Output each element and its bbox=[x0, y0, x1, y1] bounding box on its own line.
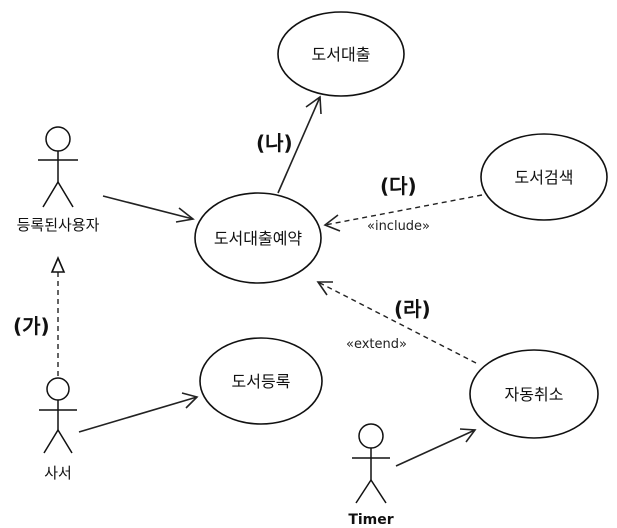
extend-autocancel-reserve bbox=[316, 281, 477, 364]
marker-da: (다) bbox=[380, 174, 417, 198]
association-reserve-loan bbox=[277, 95, 322, 194]
marker-ga: (가) bbox=[13, 314, 50, 338]
use-case-loan: 도서대출 bbox=[277, 11, 405, 97]
use-case-reserve: 도서대출예약 bbox=[194, 192, 322, 284]
use-case-search: 도서검색 bbox=[480, 133, 608, 221]
use-case-loan-label: 도서대출 bbox=[312, 45, 371, 64]
actor-librarian: 사서 bbox=[39, 377, 77, 482]
actor-registered-user-label: 등록된사용자 bbox=[17, 216, 100, 234]
generalization-librarian-user bbox=[50, 255, 66, 376]
association-user-reserve bbox=[102, 195, 195, 223]
actor-librarian-label: 사서 bbox=[44, 464, 72, 482]
marker-ra: (라) bbox=[394, 297, 431, 321]
use-case-reserve-label: 도서대출예약 bbox=[214, 229, 303, 248]
use-case-register-label: 도서등록 bbox=[232, 372, 291, 391]
actor-registered-user: 등록된사용자 bbox=[17, 126, 100, 234]
actor-timer: Timer bbox=[348, 423, 394, 528]
marker-na: (나) bbox=[256, 131, 293, 155]
actor-timer-label: Timer bbox=[348, 512, 393, 528]
association-timer-autocancel bbox=[395, 428, 477, 467]
use-case-register: 도서등록 bbox=[199, 337, 323, 425]
stereotype-include: «include» bbox=[367, 219, 430, 234]
use-case-search-label: 도서검색 bbox=[515, 168, 574, 187]
use-case-auto-cancel-label: 자동취소 bbox=[505, 385, 564, 404]
association-librarian-register bbox=[78, 392, 199, 433]
stereotype-extend: «extend» bbox=[346, 337, 407, 352]
use-case-auto-cancel: 자동취소 bbox=[469, 349, 599, 439]
include-search-reserve bbox=[323, 194, 483, 232]
